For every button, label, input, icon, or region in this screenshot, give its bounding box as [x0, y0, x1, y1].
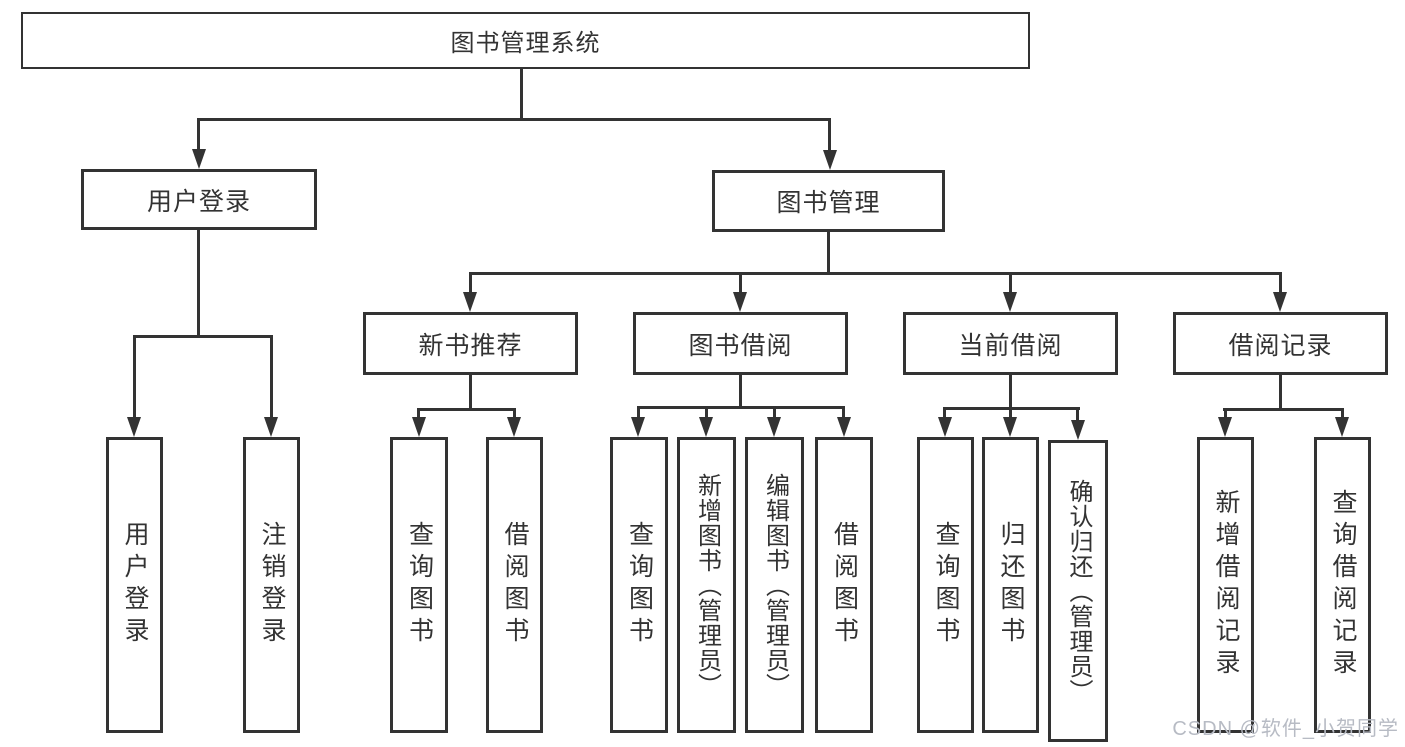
leaf-logout-label: 注销登录	[258, 521, 286, 649]
connector-borrow-records-split	[1223, 408, 1344, 411]
leaf-borrow-books-recommend-label: 借阅图书	[501, 521, 529, 649]
leaf-user-login-label: 用户登录	[121, 521, 149, 649]
leaf-borrow-books-2-label: 借阅图书	[830, 521, 859, 649]
node-root: 图书管理系统	[21, 12, 1030, 69]
node-current-borrow-label: 当前借阅	[958, 331, 1063, 360]
connector-stub-query-books-current	[943, 407, 946, 419]
connector-stub-book-management	[828, 118, 831, 153]
connector-stub-query-books-borrow	[637, 406, 640, 419]
connector-stub-new-book	[469, 272, 472, 294]
arrow-to-query-borrow-record	[1335, 417, 1349, 437]
connector-stub-user-login	[197, 118, 200, 152]
leaf-borrow-books-recommend: 借阅图书	[486, 437, 543, 733]
arrow-to-query-books-recommend	[412, 417, 426, 437]
arrow-to-return-book	[1003, 417, 1017, 437]
connector-stub-return-book	[1009, 407, 1012, 419]
connector-borrow-records-drop	[1279, 375, 1282, 408]
connector-stub-edit-book-admin	[773, 406, 776, 419]
leaf-query-books-recommend-label: 查询图书	[405, 521, 434, 649]
leaf-logout: 注销登录	[243, 437, 300, 733]
leaf-add-borrow-record-label: 新增借阅记录	[1212, 489, 1240, 681]
connector-stub-borrow-books-recommend	[513, 408, 516, 419]
node-book-management-label: 图书管理	[776, 189, 881, 217]
connector-root-drop	[520, 69, 523, 118]
arrow-to-query-books-current	[938, 417, 952, 437]
connector-root-split	[197, 118, 831, 121]
node-borrow-records: 借阅记录	[1173, 312, 1388, 375]
connector-stub-borrow-records	[1279, 272, 1282, 294]
arrow-to-current-borrow	[1003, 292, 1017, 312]
connector-stub-leaf-user-login	[133, 335, 136, 419]
arrow-to-edit-book-admin	[767, 417, 781, 437]
leaf-query-books-current-label: 查询图书	[932, 521, 960, 649]
connector-user-login-split	[133, 335, 273, 338]
connector-new-book-drop	[469, 375, 472, 408]
leaf-query-borrow-record: 查询借阅记录	[1314, 437, 1371, 733]
arrow-to-user-login	[192, 149, 206, 169]
connector-stub-query-books-recommend	[417, 408, 420, 419]
arrow-to-new-book	[463, 292, 477, 312]
connector-new-book-split	[417, 408, 516, 411]
connector-current-borrow-drop	[1009, 375, 1012, 407]
connector-stub-add-book-admin	[705, 406, 708, 419]
leaf-query-books-borrow-label: 查询图书	[625, 521, 654, 649]
arrow-to-book-borrow	[733, 292, 747, 312]
connector-stub-confirm-return	[1076, 407, 1079, 422]
node-book-borrow: 图书借阅	[633, 312, 848, 375]
arrow-to-confirm-return	[1071, 420, 1085, 440]
leaf-user-login: 用户登录	[106, 437, 163, 733]
connector-stub-book-borrow	[739, 272, 742, 294]
leaf-query-books-borrow: 查询图书	[610, 437, 668, 733]
arrow-to-borrow-records	[1273, 292, 1287, 312]
leaf-add-book-admin-label: 新增图书（管理员）	[693, 472, 721, 698]
arrow-to-leaf-user-login	[127, 417, 141, 437]
leaf-query-books-current: 查询图书	[917, 437, 974, 733]
connector-book-management-split	[469, 272, 1282, 275]
connector-book-borrow-split	[637, 406, 845, 409]
connector-stub-query-borrow-record	[1341, 408, 1344, 419]
connector-stub-add-borrow-record	[1224, 408, 1227, 419]
node-current-borrow: 当前借阅	[903, 312, 1118, 375]
arrow-to-add-borrow-record	[1218, 417, 1232, 437]
leaf-add-borrow-record: 新增借阅记录	[1197, 437, 1254, 733]
connector-stub-leaf-logout	[270, 335, 273, 419]
connector-stub-current-borrow	[1009, 272, 1012, 294]
leaf-edit-book-admin-label: 编辑图书（管理员）	[761, 472, 789, 698]
node-new-book-recommend-label: 新书推荐	[418, 331, 523, 360]
node-user-login: 用户登录	[81, 169, 317, 230]
connector-book-management-drop	[827, 232, 830, 272]
connector-book-borrow-drop	[739, 375, 742, 406]
node-borrow-records-label: 借阅记录	[1228, 331, 1333, 360]
leaf-confirm-return-admin: 确认归还（管理员）	[1048, 440, 1108, 742]
arrow-to-book-management	[823, 150, 837, 170]
leaf-query-borrow-record-label: 查询借阅记录	[1329, 489, 1357, 681]
node-new-book-recommend: 新书推荐	[363, 312, 578, 375]
watermark-text: CSDN @软件_小贺同学	[1172, 718, 1399, 740]
leaf-edit-book-admin: 编辑图书（管理员）	[745, 437, 804, 733]
leaf-confirm-return-admin-label: 确认归还（管理员）	[1065, 478, 1092, 704]
leaf-return-book: 归还图书	[982, 437, 1039, 733]
node-user-login-label: 用户登录	[146, 187, 251, 216]
arrow-to-leaf-logout	[264, 417, 278, 437]
arrow-to-query-books-borrow	[631, 417, 645, 437]
arrow-to-borrow-books-2	[837, 417, 851, 437]
node-book-management: 图书管理	[712, 170, 945, 232]
node-book-borrow-label: 图书借阅	[688, 331, 793, 360]
leaf-return-book-label: 归还图书	[997, 521, 1025, 649]
leaf-add-book-admin: 新增图书（管理员）	[677, 437, 736, 733]
leaf-query-books-recommend: 查询图书	[390, 437, 448, 733]
connector-stub-borrow-books-2	[842, 406, 845, 419]
arrow-to-add-book-admin	[699, 417, 713, 437]
arrow-to-borrow-books-recommend	[507, 417, 521, 437]
leaf-borrow-books-2: 借阅图书	[815, 437, 873, 733]
connector-user-login-drop	[197, 230, 200, 335]
node-root-label: 图书管理系统	[450, 30, 601, 57]
